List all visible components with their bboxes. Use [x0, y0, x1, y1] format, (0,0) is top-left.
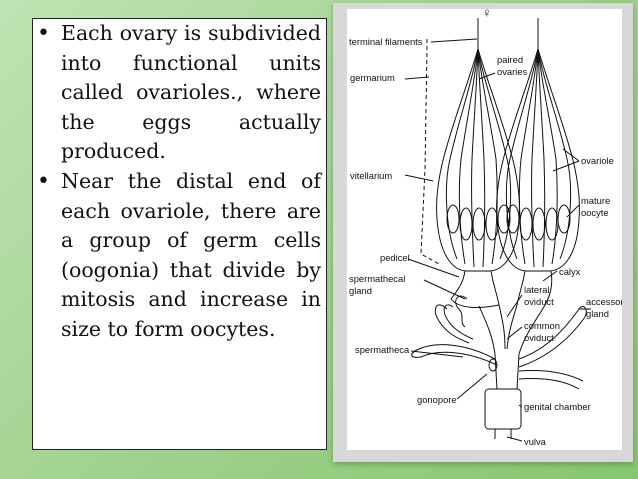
- label-terminal-filaments: terminal filaments: [349, 36, 423, 47]
- label-lateral: lateral: [524, 284, 550, 295]
- label-accessory-gland: gland: [586, 308, 609, 319]
- label-genital-chamber: genital chamber: [524, 401, 591, 412]
- label-calyx: calyx: [559, 266, 581, 277]
- label-spermathecal: spermathecal: [349, 273, 405, 284]
- label-ovaries: ovaries: [497, 66, 528, 77]
- label-common: common: [524, 320, 560, 331]
- label-mature: mature: [581, 195, 610, 206]
- label-lateral-oviduct: oviduct: [524, 296, 554, 307]
- female-symbol: ♀: [482, 9, 492, 20]
- label-paired: paired: [497, 54, 523, 65]
- text-panel: Each ovary is subdivided into functional…: [32, 18, 327, 450]
- ovary-diagram: ♀ terminal filaments paired ovaries germ…: [349, 9, 622, 447]
- label-common-oviduct: oviduct: [524, 332, 554, 343]
- label-accessory: accessory: [586, 296, 622, 307]
- bullet-ovarioles: Each ovary is subdivided into functional…: [33, 19, 321, 167]
- bullet-list: Each ovary is subdivided into functional…: [33, 19, 321, 345]
- label-oocyte: oocyte: [581, 207, 609, 218]
- label-spermatheca: spermatheca: [355, 344, 410, 355]
- label-gonopore: gonopore: [417, 394, 457, 405]
- label-ovariole: ovariole: [581, 155, 614, 166]
- label-vitellarium: vitellarium: [350, 170, 392, 181]
- label-germarium: germarium: [350, 72, 395, 83]
- ovary-diagram-card: ♀ terminal filaments paired ovaries germ…: [347, 9, 622, 450]
- label-gland: gland: [349, 285, 372, 296]
- label-vulva: vulva: [524, 436, 547, 447]
- bullet-oocytes: Near the distal end of each ovariole, th…: [33, 167, 321, 345]
- label-pedicel: pedicel: [380, 252, 410, 263]
